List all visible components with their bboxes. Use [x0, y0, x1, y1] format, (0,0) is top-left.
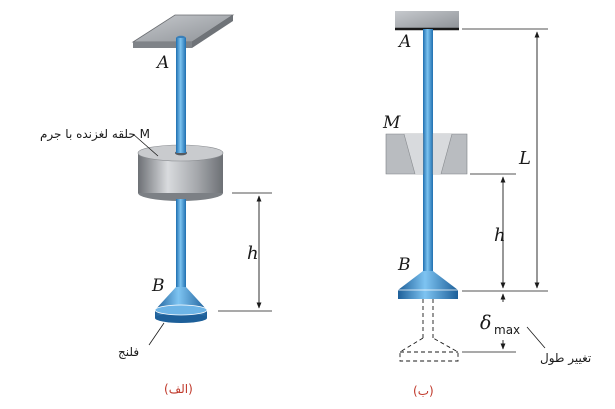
- elongation-label: تغییر طول: [540, 351, 591, 366]
- label-a-b: A: [397, 32, 411, 52]
- figure-b: A M B L h δ max تغییر طول (ب): [382, 11, 591, 398]
- collar-section-right-bevel: [433, 134, 452, 174]
- label-delta: δ: [480, 312, 491, 334]
- rod-upper: [176, 38, 186, 158]
- collar-bevel-edge-right: [440, 133, 453, 175]
- label-a-top: A: [155, 53, 169, 73]
- rod-b: [423, 29, 433, 273]
- flange-leader: [148, 322, 165, 346]
- elongation-leader: [526, 326, 546, 349]
- flange-b: [398, 271, 458, 290]
- collar-leader: [132, 133, 159, 157]
- label-b-flange: B: [151, 276, 165, 296]
- collar-section-left-bevel: [404, 134, 423, 174]
- flange-bottom: [155, 313, 207, 323]
- rod-lower: [176, 199, 186, 289]
- label-delta-sub: max: [494, 323, 520, 337]
- label-h: h: [247, 243, 259, 264]
- label-b-b: B: [397, 255, 411, 275]
- figure-a: A B h حلقه لغزنده با جرم M فلنج (الف): [40, 14, 272, 396]
- flange-b-base: [398, 290, 458, 299]
- support-plate-side: [192, 15, 233, 48]
- rod-through-collar: [176, 140, 186, 153]
- caption-b: (ب): [413, 384, 434, 398]
- collar-bevel-edge-left: [403, 133, 416, 175]
- dashed-flange: [399, 337, 459, 362]
- caption-a: (الف): [164, 382, 193, 396]
- flange-top-rim: [154, 304, 208, 316]
- flange-label: فلنج: [118, 345, 139, 359]
- label-m: M: [382, 113, 401, 133]
- flange: [155, 287, 207, 310]
- label-h-b: h: [494, 225, 506, 246]
- collar-label: حلقه لغزنده با جرم M: [40, 127, 150, 142]
- ceiling-support: [395, 11, 459, 29]
- label-L: L: [518, 148, 531, 169]
